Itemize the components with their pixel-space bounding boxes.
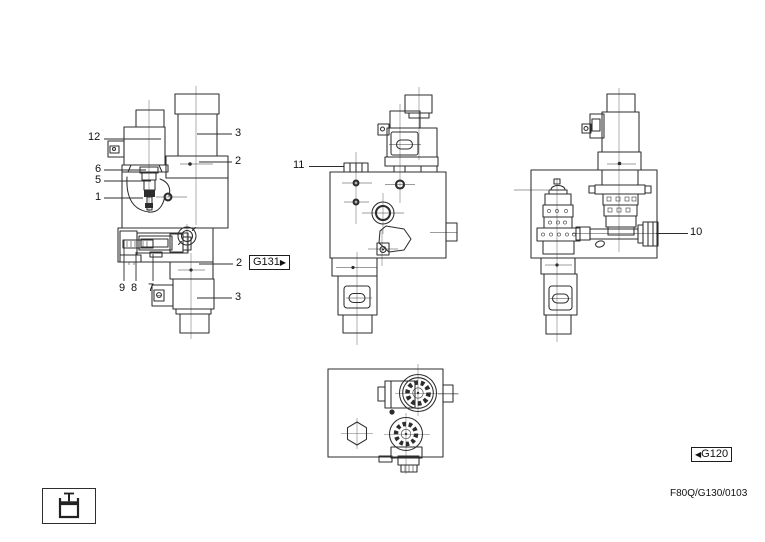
pump-block-bottom-view-drawing (327, 364, 459, 474)
callout-9: 9 (119, 282, 126, 294)
callout-2-upper: 2 (235, 155, 242, 167)
callout-5: 5 (95, 174, 102, 186)
ref-g120-label: G120 (701, 448, 729, 460)
ref-g131-label: G131 (253, 256, 280, 268)
piston-cylinder-icon (58, 492, 80, 519)
ref-tag-g120[interactable]: ◀G120 (691, 447, 733, 462)
right-valve-assembly-drawing (514, 88, 659, 342)
callout-7: 7 (148, 282, 155, 294)
callout-3-lower: 3 (235, 291, 242, 303)
arrow-left-icon: ◀ (695, 449, 702, 459)
middle-valve-assembly-drawing (329, 87, 458, 345)
left-valve-assembly-drawing (107, 86, 229, 339)
callout-6: 6 (95, 163, 102, 175)
legend-box (42, 488, 96, 524)
drawing-code: F80Q/G130/0103 (670, 488, 748, 499)
callout-leader-lines (104, 133, 688, 299)
callout-12: 12 (88, 131, 101, 143)
callout-3-upper: 3 (235, 127, 242, 139)
callout-11: 11 (293, 159, 305, 171)
callout-1: 1 (95, 191, 102, 203)
callout-2-lower: 2 (236, 257, 243, 269)
callout-10: 10 (690, 226, 703, 238)
ref-tag-g131[interactable]: G131▶ (249, 255, 291, 270)
callout-8: 8 (131, 282, 138, 294)
arrow-right-icon: ▶ (279, 257, 287, 267)
